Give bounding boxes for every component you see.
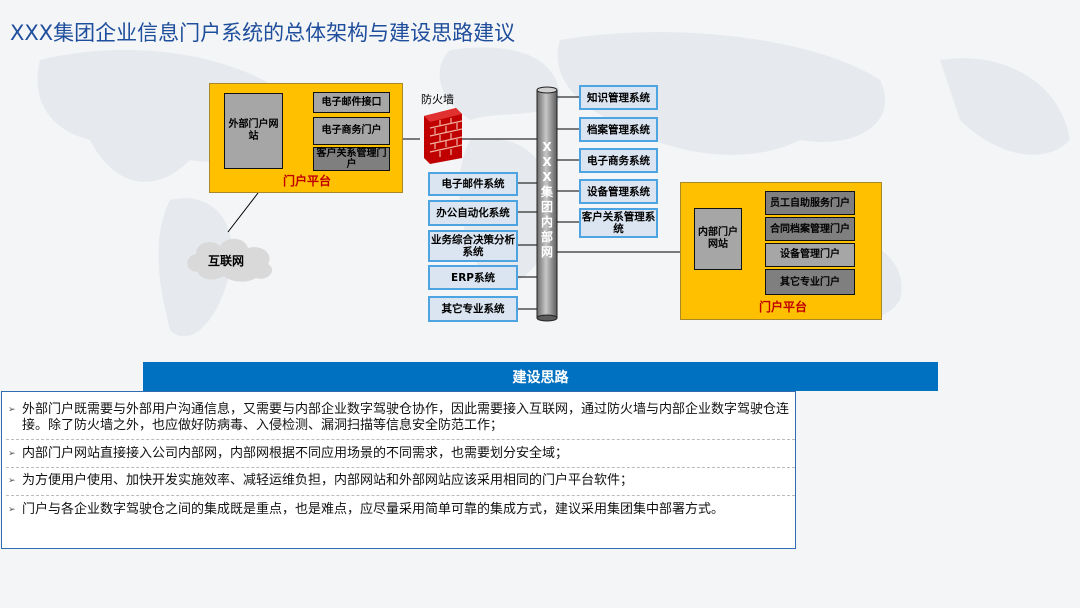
external-module-ecommerce: 电子商务门户 bbox=[313, 117, 390, 145]
intranet-label: XXX集团内部网 bbox=[540, 140, 553, 259]
firewall-label: 防火墙 bbox=[421, 93, 454, 106]
bullet-arrow-icon: ➢ bbox=[8, 476, 16, 486]
bullet-arrow-icon: ➢ bbox=[8, 505, 16, 515]
idea-text: 门户与各企业数字驾驶仓之间的集成既是重点，也是难点，应尽量采用简单可靠的集成方式… bbox=[22, 502, 725, 517]
right-system-equipment: 设备管理系统 bbox=[579, 179, 658, 204]
left-system-email: 电子邮件系统 bbox=[428, 172, 518, 196]
internal-module-self-service: 员工自助服务门户 bbox=[765, 191, 855, 215]
idea-item: ➢ 外部门户既需要与外部用户沟通信息，又需要与内部企业数字驾驶仓协作，因此需要接… bbox=[8, 402, 793, 434]
idea-item: ➢ 内部门户网站直接接入公司内部网，内部网根据不同应用场景的不同需求，也需要划分… bbox=[8, 446, 793, 462]
internal-platform-label: 门户平台 bbox=[758, 300, 807, 314]
left-system-other: 其它专业系统 bbox=[428, 296, 518, 322]
internal-module-other: 其它专业门户 bbox=[765, 269, 855, 295]
divider bbox=[6, 495, 795, 496]
external-portal-site: 外部门户网站 bbox=[224, 93, 283, 169]
page-title: XXX集团企业信息门户系统的总体架构与建设思路建议 bbox=[10, 21, 516, 45]
divider bbox=[6, 467, 795, 468]
external-module-email: 电子邮件接口 bbox=[313, 92, 390, 113]
external-platform-label: 门户平台 bbox=[282, 174, 331, 188]
idea-text: 内部门户网站直接接入公司内部网，内部网根据不同应用场景的不同需求，也需要划分安全… bbox=[22, 446, 569, 461]
left-system-erp: ERP系统 bbox=[428, 265, 518, 290]
right-system-ecommerce: 电子商务系统 bbox=[579, 148, 658, 173]
right-system-knowledge: 知识管理系统 bbox=[579, 85, 658, 110]
divider bbox=[6, 439, 795, 440]
left-system-oa: 办公自动化系统 bbox=[428, 200, 518, 226]
internal-module-equipment: 设备管理门户 bbox=[765, 243, 855, 267]
intranet-bus bbox=[536, 86, 558, 322]
internet-label: 互联网 bbox=[208, 254, 245, 268]
internet-cloud-icon bbox=[187, 238, 273, 282]
ideas-panel: ➢ 外部门户既需要与外部用户沟通信息，又需要与内部企业数字驾驶仓协作，因此需要接… bbox=[1, 391, 796, 549]
bullet-arrow-icon: ➢ bbox=[8, 449, 16, 459]
firewall-icon bbox=[424, 108, 462, 164]
ideas-heading: 建设思路 bbox=[143, 362, 938, 391]
right-system-archive: 档案管理系统 bbox=[579, 117, 658, 142]
right-system-crm: 客户关系管理系统 bbox=[579, 208, 658, 238]
idea-text: 外部门户既需要与外部用户沟通信息，又需要与内部企业数字驾驶仓协作，因此需要接入互… bbox=[22, 402, 790, 433]
idea-item: ➢ 门户与各企业数字驾驶仓之间的集成既是重点，也是难点，应尽量采用简单可靠的集成… bbox=[8, 502, 793, 518]
internal-portal-site: 内部门户网站 bbox=[694, 208, 742, 270]
left-system-decision: 业务综合决策分析系统 bbox=[428, 230, 518, 262]
bullet-arrow-icon: ➢ bbox=[8, 405, 16, 415]
idea-text: 为方便用户使用、加快开发实施效率、减轻运维负担，内部网站和外部网站应该采用相同的… bbox=[22, 473, 634, 488]
external-module-crm: 客户关系管理门户 bbox=[313, 147, 390, 171]
idea-item: ➢ 为方便用户使用、加快开发实施效率、减轻运维负担，内部网站和外部网站应该采用相… bbox=[8, 473, 793, 489]
internal-module-contract: 合同档案管理门户 bbox=[765, 217, 855, 241]
